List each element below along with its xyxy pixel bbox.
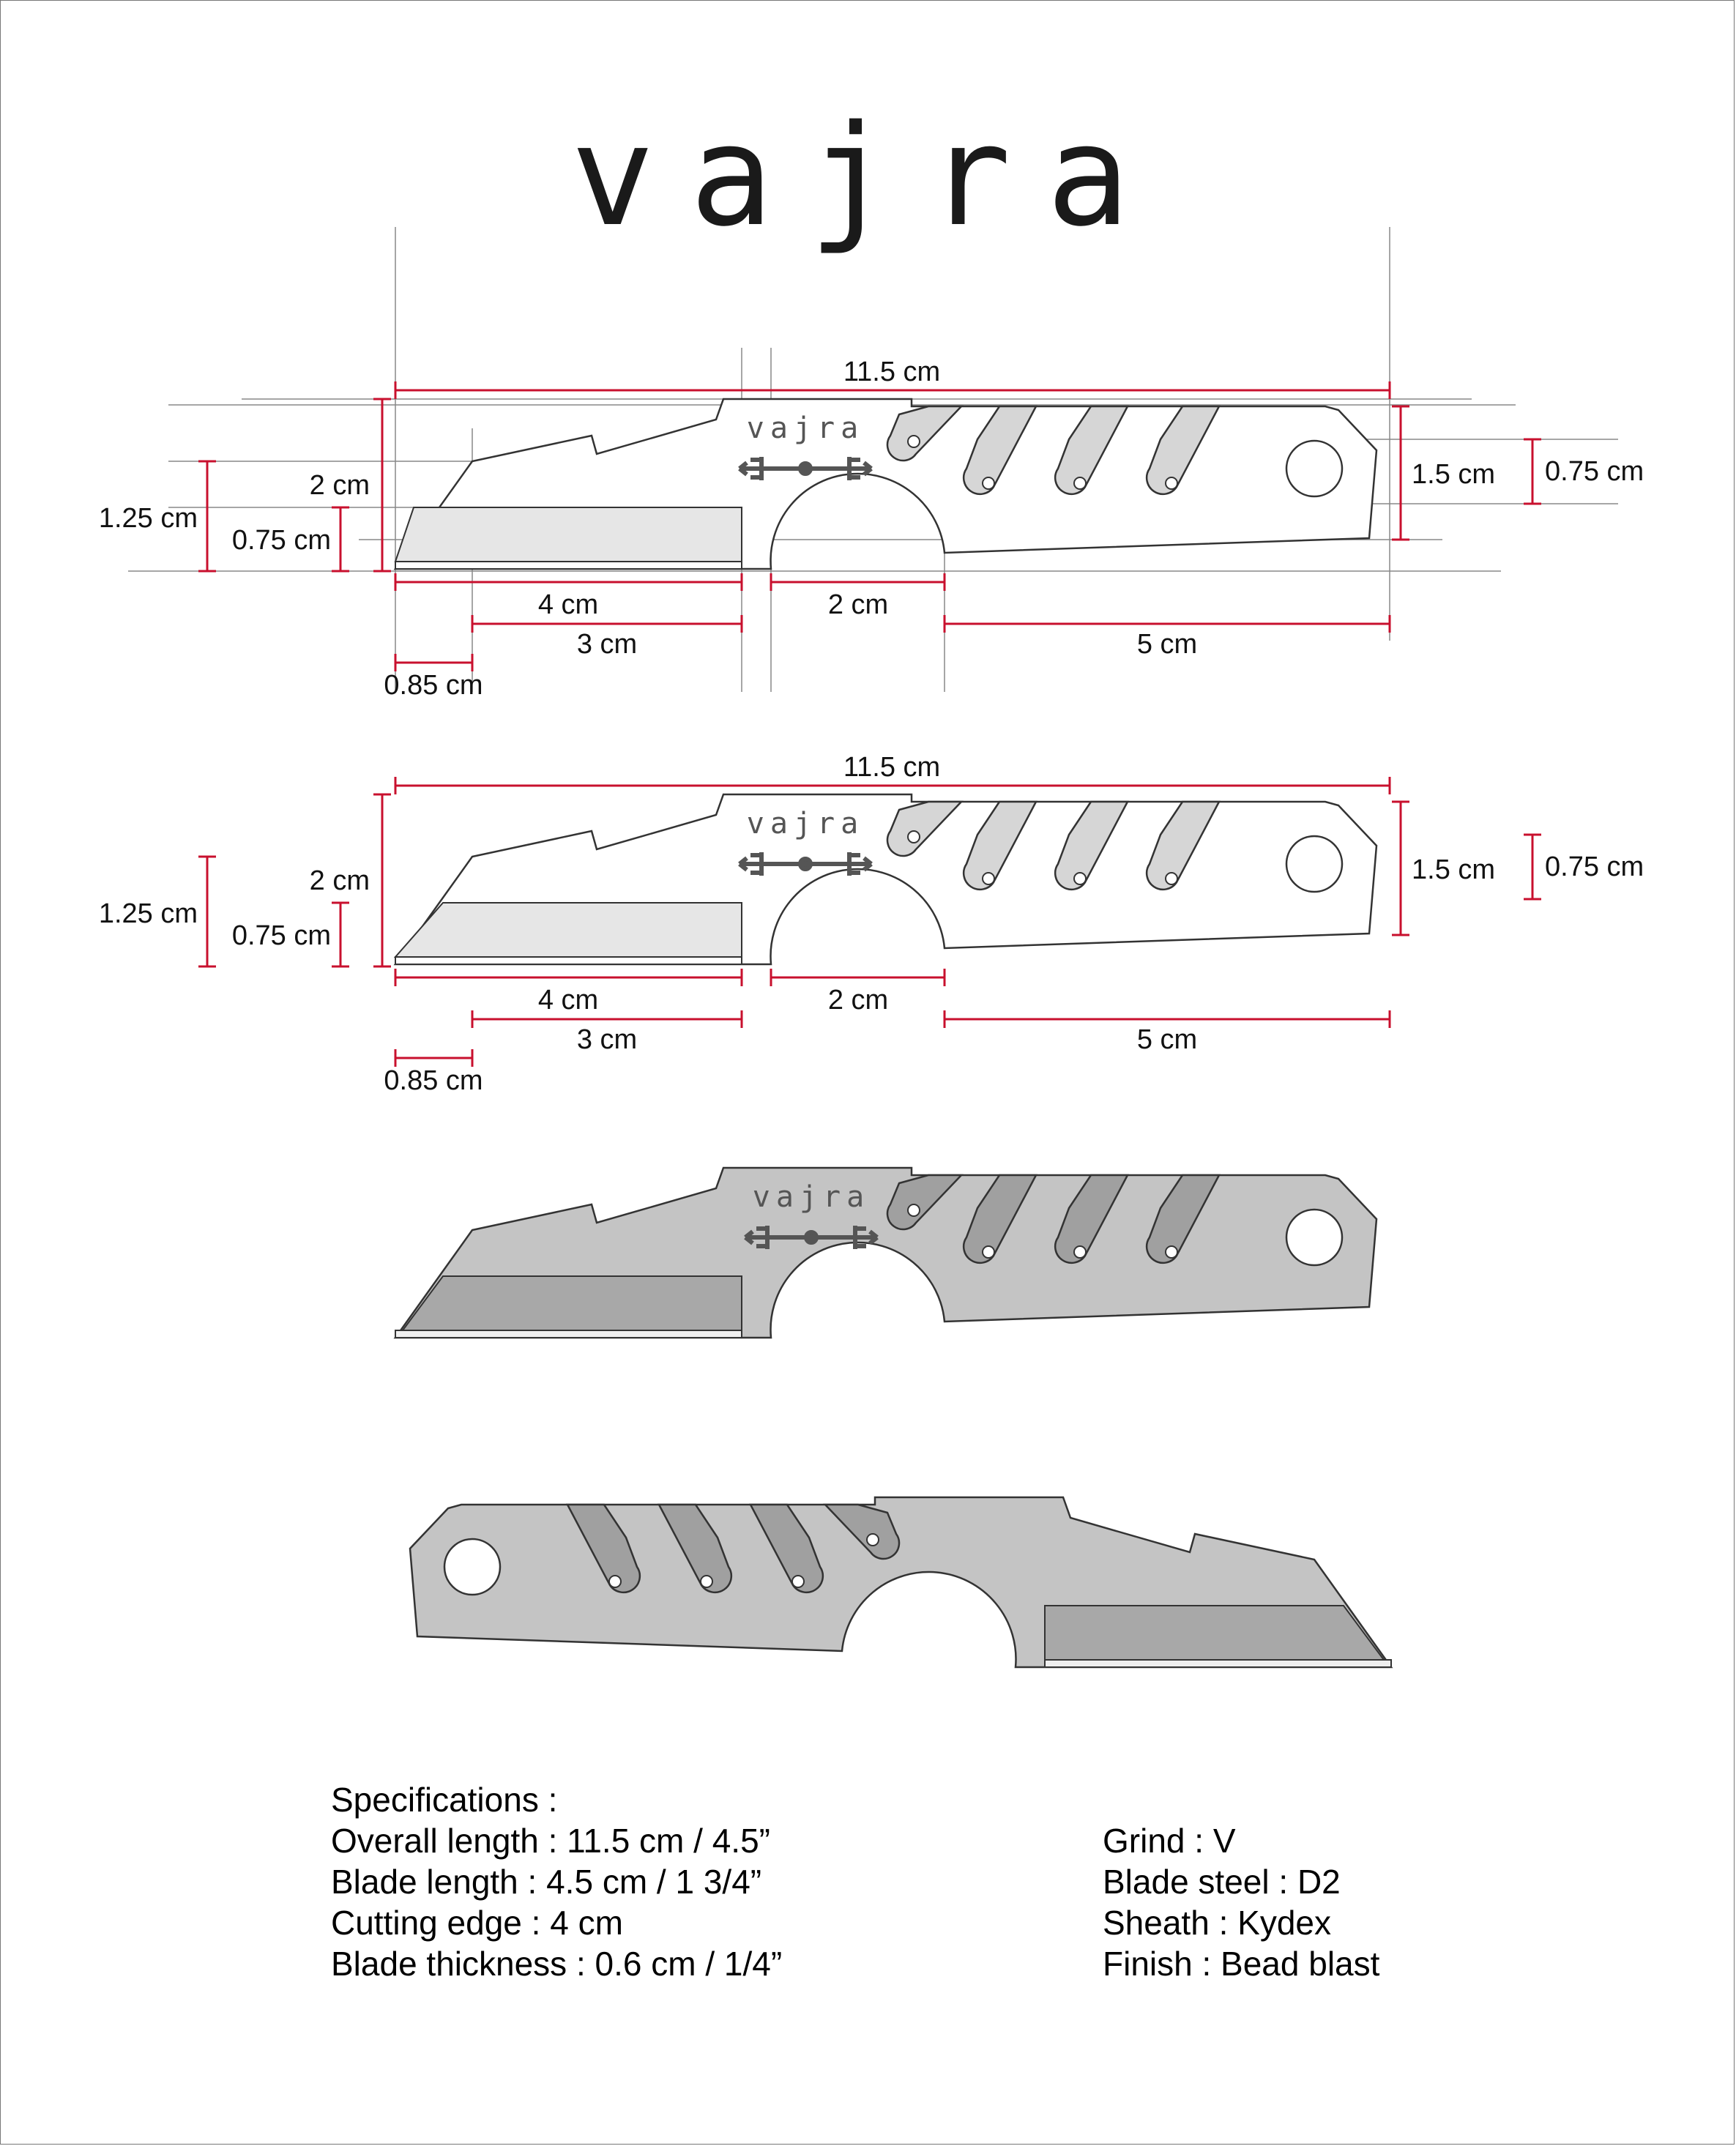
dimension-labels-top: 11.5 cm 2 cm 1.25 cm 0.75 cm 4 cm 3 cm 0… [99, 357, 1644, 701]
spec-finish: Finish : Bead blast [1103, 1945, 1380, 1983]
svg-text:1.5 cm: 1.5 cm [1412, 854, 1495, 885]
specifications-right: Grind : V Blade steel : D2 Sheath : Kyde… [1103, 1820, 1379, 1984]
svg-text:4 cm: 4 cm [538, 985, 598, 1016]
svg-text:1.5 cm: 1.5 cm [1412, 459, 1495, 490]
knife-view-outline [393, 398, 1378, 570]
spec-cutting-edge: Cutting edge : 4 cm [331, 1904, 623, 1942]
svg-text:1.25 cm: 1.25 cm [99, 898, 198, 929]
svg-text:0.75 cm: 0.75 cm [232, 920, 331, 951]
svg-text:0.75 cm: 0.75 cm [1545, 456, 1644, 487]
svg-text:3 cm: 3 cm [577, 1024, 637, 1055]
svg-text:2 cm: 2 cm [828, 589, 888, 620]
svg-text:5 cm: 5 cm [1137, 629, 1197, 660]
knife-view-filled [393, 1166, 1378, 1339]
svg-text:0.85 cm: 0.85 cm [384, 1065, 483, 1096]
svg-text:2 cm: 2 cm [310, 865, 370, 896]
svg-text:11.5 cm: 11.5 cm [843, 752, 940, 783]
specifications-left: Specifications : Overall length : 11.5 c… [331, 1779, 782, 1984]
svg-text:2 cm: 2 cm [310, 470, 370, 501]
spec-grind: Grind : V [1103, 1822, 1236, 1860]
page-title: vajra [570, 95, 1166, 257]
svg-text:1.25 cm: 1.25 cm [99, 503, 198, 534]
svg-text:3 cm: 3 cm [577, 629, 637, 660]
svg-text:0.85 cm: 0.85 cm [384, 670, 483, 701]
svg-text:0.75 cm: 0.75 cm [1545, 852, 1644, 882]
svg-text:0.75 cm: 0.75 cm [232, 525, 331, 556]
svg-text:2 cm: 2 cm [828, 985, 888, 1016]
spec-blade-length: Blade length : 4.5 cm / 1 3/4” [331, 1863, 762, 1901]
spec-sheath: Sheath : Kydex [1103, 1904, 1331, 1942]
specifications-heading: Specifications : [331, 1781, 558, 1819]
knife-view-outline-2 [393, 793, 1378, 966]
spec-overall-length: Overall length : 11.5 cm / 4.5” [331, 1822, 770, 1860]
svg-text:11.5 cm: 11.5 cm [843, 357, 940, 387]
dimension-set-top [198, 381, 1541, 671]
svg-text:5 cm: 5 cm [1137, 1024, 1197, 1055]
dimension-set-second: 11.5 cm 2 cm 1.25 cm 0.75 cm 4 cm 3 cm 0… [99, 752, 1644, 1096]
spec-blade-thickness: Blade thickness : 0.6 cm / 1/4” [331, 1945, 783, 1983]
spec-blade-steel: Blade steel : D2 [1103, 1863, 1341, 1901]
knife-view-mirrored [409, 1496, 1393, 1669]
svg-text:4 cm: 4 cm [538, 589, 598, 620]
